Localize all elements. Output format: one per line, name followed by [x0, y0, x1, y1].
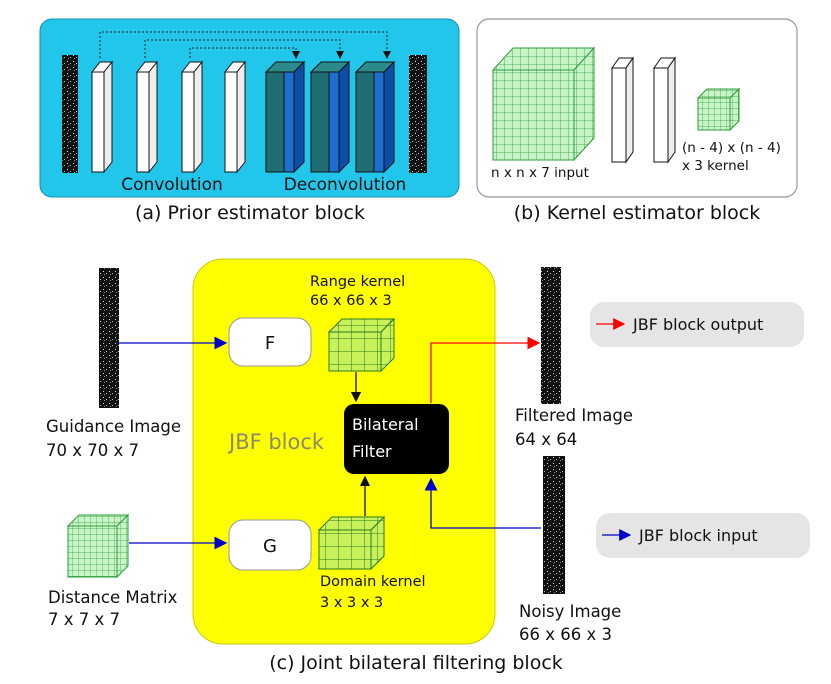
jbf-panel: JBF block F G Range kernel 66 x 66 x 3 D…: [192, 258, 496, 645]
bilateral-filter-label-1: Bilateral: [352, 415, 419, 434]
bilateral-filter-label-2: Filter: [352, 442, 392, 461]
guidance-image: [99, 268, 119, 408]
prior-estimator-panel: Convolution Deconvolution: [39, 18, 460, 198]
jbf-caption: (c) Joint bilateral filtering block: [269, 652, 563, 674]
convolution-label: Convolution: [121, 175, 223, 195]
input-size-label: n x n x 7 input: [491, 165, 589, 181]
bilateral-filter-box: [344, 404, 449, 474]
domain-kernel-label-2: 3 x 3 x 3: [320, 595, 383, 611]
legend-output-box: [590, 302, 804, 347]
legend-input-label: JBF block input: [638, 526, 758, 545]
kernel-size-label-2: x 3 kernel: [682, 158, 749, 174]
noisy-image: [543, 456, 565, 594]
input-cube: [491, 46, 596, 162]
filtered-image-label-2: 64 x 64: [515, 430, 577, 449]
conv-layers: [90, 60, 247, 174]
domain-kernel-label-1: Domain kernel: [320, 574, 426, 590]
skip-connections: [99, 31, 391, 59]
guidance-image-label-2: 70 x 70 x 7: [46, 441, 139, 460]
filtered-image: [541, 267, 561, 404]
noisy-to-filter-arrow: [424, 477, 541, 529]
legend-output-label: JBF block output: [632, 315, 763, 334]
deconvolution-label: Deconvolution: [284, 175, 407, 195]
distance-matrix-label-1: Distance Matrix: [48, 588, 178, 607]
kernel-size-label-1: (n - 4) x (n - 4): [682, 140, 781, 156]
f-label: F: [265, 333, 275, 354]
guidance-image-label-1: Guidance Image: [46, 417, 181, 436]
distance-matrix-label-2: 7 x 7 x 7: [48, 610, 120, 629]
kernel-estimator-caption: (b) Kernel estimator block: [514, 202, 760, 224]
deconv-layers: [264, 60, 396, 174]
filtered-image-label-1: Filtered Image: [515, 406, 633, 425]
noisy-image-label-2: 66 x 66 x 3: [519, 625, 612, 644]
noisy-image-label-1: Noisy Image: [519, 602, 621, 621]
g-label: G: [263, 536, 277, 557]
legend-input-box: [596, 513, 810, 558]
filter-to-output-arrow: [430, 336, 541, 403]
output-kernel-cube: [696, 87, 741, 132]
g-function-box: [228, 519, 312, 571]
prior-output-image: [409, 55, 427, 173]
distance-matrix-cube: [66, 513, 130, 579]
range-kernel-cube: [327, 317, 396, 373]
range-kernel-label-2: 66 x 66 x 3: [310, 293, 392, 309]
prior-input-image: [62, 55, 78, 173]
jbf-block-label: JBF block: [227, 430, 325, 454]
range-kernel-label-1: Range kernel: [310, 274, 405, 290]
domain-kernel-cube: [317, 515, 386, 571]
kernel-estimator-panel: n x n x 7 input (n - 4) x (n - 4) x 3 ke…: [476, 18, 798, 198]
legend: JBF block output JBF block input: [590, 302, 810, 558]
prior-estimator-caption: (a) Prior estimator block: [135, 202, 365, 224]
kernel-layers: [611, 56, 676, 164]
f-function-box: [228, 317, 312, 367]
